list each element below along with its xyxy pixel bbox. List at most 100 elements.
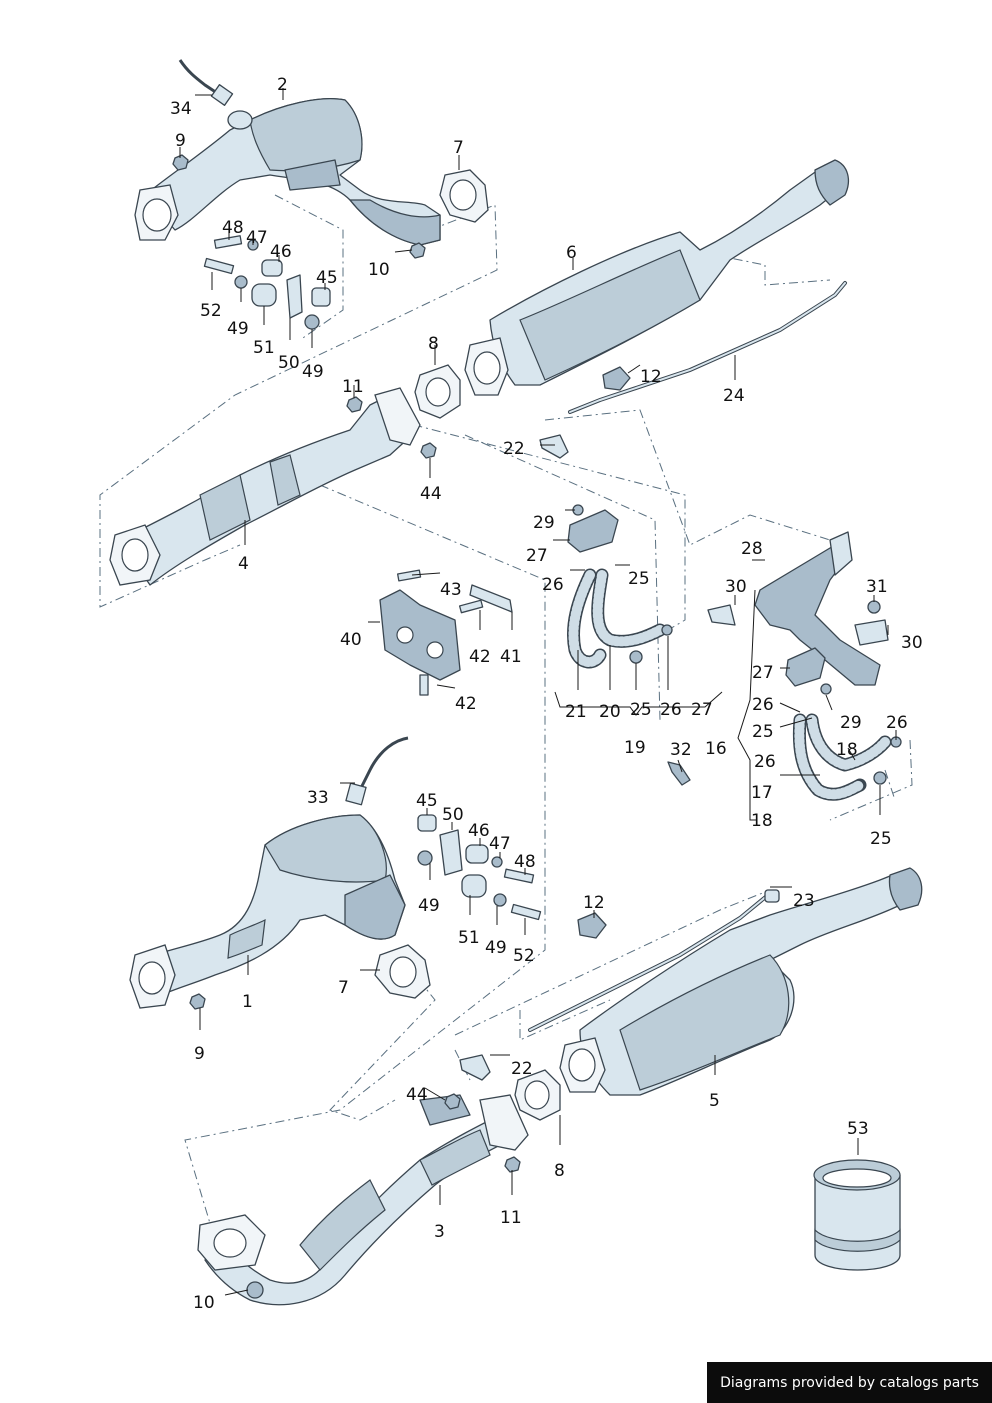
callout-45: 45 — [416, 791, 438, 811]
callout-45: 45 — [316, 268, 338, 288]
callout-26: 26 — [752, 695, 774, 715]
pressure-sensor-27-top — [567, 504, 619, 553]
callout-47: 47 — [489, 834, 511, 854]
callout-26: 26 — [886, 713, 908, 733]
callout-18: 18 — [751, 811, 773, 831]
callout-27: 27 — [691, 700, 713, 720]
callout-53: 53 — [847, 1119, 869, 1139]
nut-10-bottom — [246, 1281, 264, 1299]
callout-8: 8 — [428, 334, 439, 354]
clamp-12-bottom — [577, 912, 607, 939]
callout-9: 9 — [175, 131, 186, 151]
callout-7: 7 — [453, 138, 464, 158]
callout-32: 32 — [670, 740, 692, 760]
callout-12: 12 — [583, 893, 605, 913]
callout-25: 25 — [628, 569, 650, 589]
callout-2: 2 — [277, 75, 288, 95]
callout-17: 17 — [751, 783, 773, 803]
nut-44-top — [420, 442, 437, 459]
gasket-7-top — [439, 169, 489, 223]
callout-33: 33 — [307, 788, 329, 808]
callout-51: 51 — [458, 928, 480, 948]
nut-11-bottom — [504, 1156, 521, 1173]
nut-10-top — [409, 242, 426, 259]
callout-22: 22 — [511, 1059, 533, 1079]
callout-25: 25 — [870, 829, 892, 849]
nut-9-top — [172, 154, 189, 171]
callout-27: 27 — [526, 546, 548, 566]
callout-27: 27 — [752, 663, 774, 683]
gasket-8-bottom — [514, 1069, 561, 1121]
callout-34: 34 — [170, 99, 192, 119]
catalytic-converter-2 — [144, 98, 441, 246]
callout-20: 20 — [599, 702, 621, 722]
callout-18: 18 — [836, 740, 858, 760]
callout-25: 25 — [630, 700, 652, 720]
callout-4: 4 — [238, 554, 249, 574]
callout-10: 10 — [193, 1293, 215, 1313]
callout-23: 23 — [793, 891, 815, 911]
callout-29: 29 — [533, 513, 555, 533]
callout-30: 30 — [725, 577, 747, 597]
callout-26: 26 — [754, 752, 776, 772]
callout-labels: 2 34 9 7 10 48 47 46 45 52 49 51 50 49 6… — [170, 75, 923, 1313]
callout-25: 25 — [752, 722, 774, 742]
hoses-20-21 — [566, 568, 673, 669]
callout-41: 41 — [500, 647, 522, 667]
callout-11: 11 — [342, 377, 364, 397]
callout-1: 1 — [242, 992, 253, 1012]
callout-46: 46 — [468, 821, 490, 841]
catalytic-converter-1 — [129, 814, 406, 1009]
connector-22-bottom — [459, 1054, 491, 1081]
nut-44-bottom — [444, 1093, 461, 1110]
lambda-sensor-34 — [178, 59, 234, 106]
callout-52: 52 — [200, 301, 222, 321]
bracket-28 — [707, 531, 889, 686]
callout-49: 49 — [227, 319, 249, 339]
front-pipe-3 — [197, 1094, 529, 1306]
callout-16: 16 — [705, 739, 727, 759]
callout-29: 29 — [840, 713, 862, 733]
callout-31: 31 — [866, 577, 888, 597]
callout-24: 24 — [723, 386, 745, 406]
callout-48: 48 — [514, 852, 536, 872]
callout-46: 46 — [270, 242, 292, 262]
callout-43: 43 — [440, 580, 462, 600]
sleeve-53 — [813, 1159, 901, 1271]
front-pipe-4 — [109, 387, 421, 586]
callout-48: 48 — [222, 218, 244, 238]
callout-50: 50 — [278, 353, 300, 373]
hardware-cluster-top — [203, 235, 331, 330]
callout-9: 9 — [194, 1044, 205, 1064]
clip-32 — [667, 761, 691, 786]
pressure-sensor-27-right — [785, 647, 832, 695]
callout-40: 40 — [340, 630, 362, 650]
callout-44: 44 — [406, 1085, 428, 1105]
nut-9-bottom — [189, 993, 206, 1010]
callout-47: 47 — [246, 228, 268, 248]
clamp-12-top — [602, 366, 631, 391]
callout-26: 26 — [660, 700, 682, 720]
callout-30: 30 — [901, 633, 923, 653]
callout-10: 10 — [368, 260, 390, 280]
pressure-pipe-24 — [568, 281, 847, 414]
nut-11-top — [346, 396, 363, 413]
callout-49: 49 — [418, 896, 440, 916]
catalog-credit-banner: Diagrams provided by catalogs parts — [707, 1362, 992, 1403]
callout-21: 21 — [565, 702, 587, 722]
pressure-pipe-23 — [528, 889, 780, 1032]
callout-49: 49 — [302, 362, 324, 382]
callout-12: 12 — [640, 367, 662, 387]
callout-44: 44 — [420, 484, 442, 504]
callout-42: 42 — [469, 647, 491, 667]
gasket-8-top — [414, 364, 461, 419]
callout-7: 7 — [338, 978, 349, 998]
gasket-7-bottom — [374, 944, 431, 999]
callout-19: 19 — [624, 738, 646, 758]
callout-6: 6 — [566, 243, 577, 263]
callout-26: 26 — [542, 575, 564, 595]
callout-11: 11 — [500, 1208, 522, 1228]
callout-51: 51 — [253, 338, 275, 358]
callout-22: 22 — [503, 439, 525, 459]
